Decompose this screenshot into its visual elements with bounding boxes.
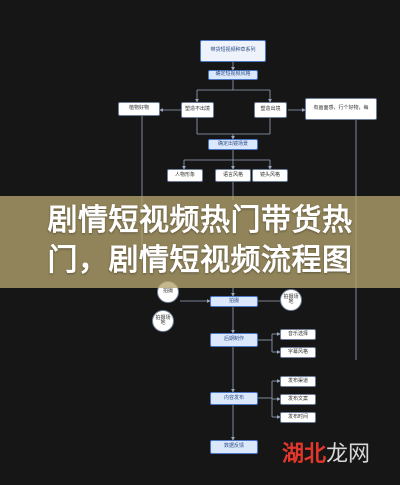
node-data: 数据反馈 xyxy=(210,440,258,454)
node-pub-1: 发布渠道 xyxy=(280,376,316,387)
node-top: 带货短视频种草系列 xyxy=(200,40,266,62)
node-child-2: 语言风格 xyxy=(215,169,251,182)
banner-title-line-2: 门，剧情短视频流程图 xyxy=(47,243,353,278)
node-film: 拍摄 xyxy=(210,296,258,307)
title-banner xyxy=(0,196,400,288)
node-positioning: 确定短视频风格 xyxy=(208,70,258,80)
node-pub-2: 发布文案 xyxy=(280,394,316,405)
banner-title-line-1: 剧情短视频热门带货热 xyxy=(47,203,353,238)
node-child-3: 镜头风格 xyxy=(252,169,288,182)
node-film-extra: 拍摄场地 xyxy=(152,310,174,332)
watermark-accent-text: 湖北 xyxy=(282,441,327,467)
node-film-side: 拍摄场地 xyxy=(280,289,302,311)
node-scene: 确定出镜场景 xyxy=(208,139,258,150)
node-mid2: 塑造出境 xyxy=(254,102,287,118)
node-right: 有画面感，行个好物，每 xyxy=(305,98,377,120)
node-mid1: 塑造不出境 xyxy=(181,102,214,118)
node-left: 植物好物 xyxy=(118,102,160,116)
node-edit: 后期制作 xyxy=(210,333,258,347)
node-edit-1: 音乐选择 xyxy=(280,329,316,340)
node-publish: 内容发布 xyxy=(210,392,258,405)
watermark-logo: 湖北龙网 xyxy=(282,432,400,472)
node-child-1: 人物形象 xyxy=(167,169,203,182)
banner-title: 剧情短视频热门带货热 门，剧情短视频流程图 xyxy=(0,201,400,281)
watermark-text: 龙网 xyxy=(326,442,371,467)
node-pub-3: 发布时间 xyxy=(280,412,316,423)
node-edit-2: 字幕风格 xyxy=(280,347,316,358)
